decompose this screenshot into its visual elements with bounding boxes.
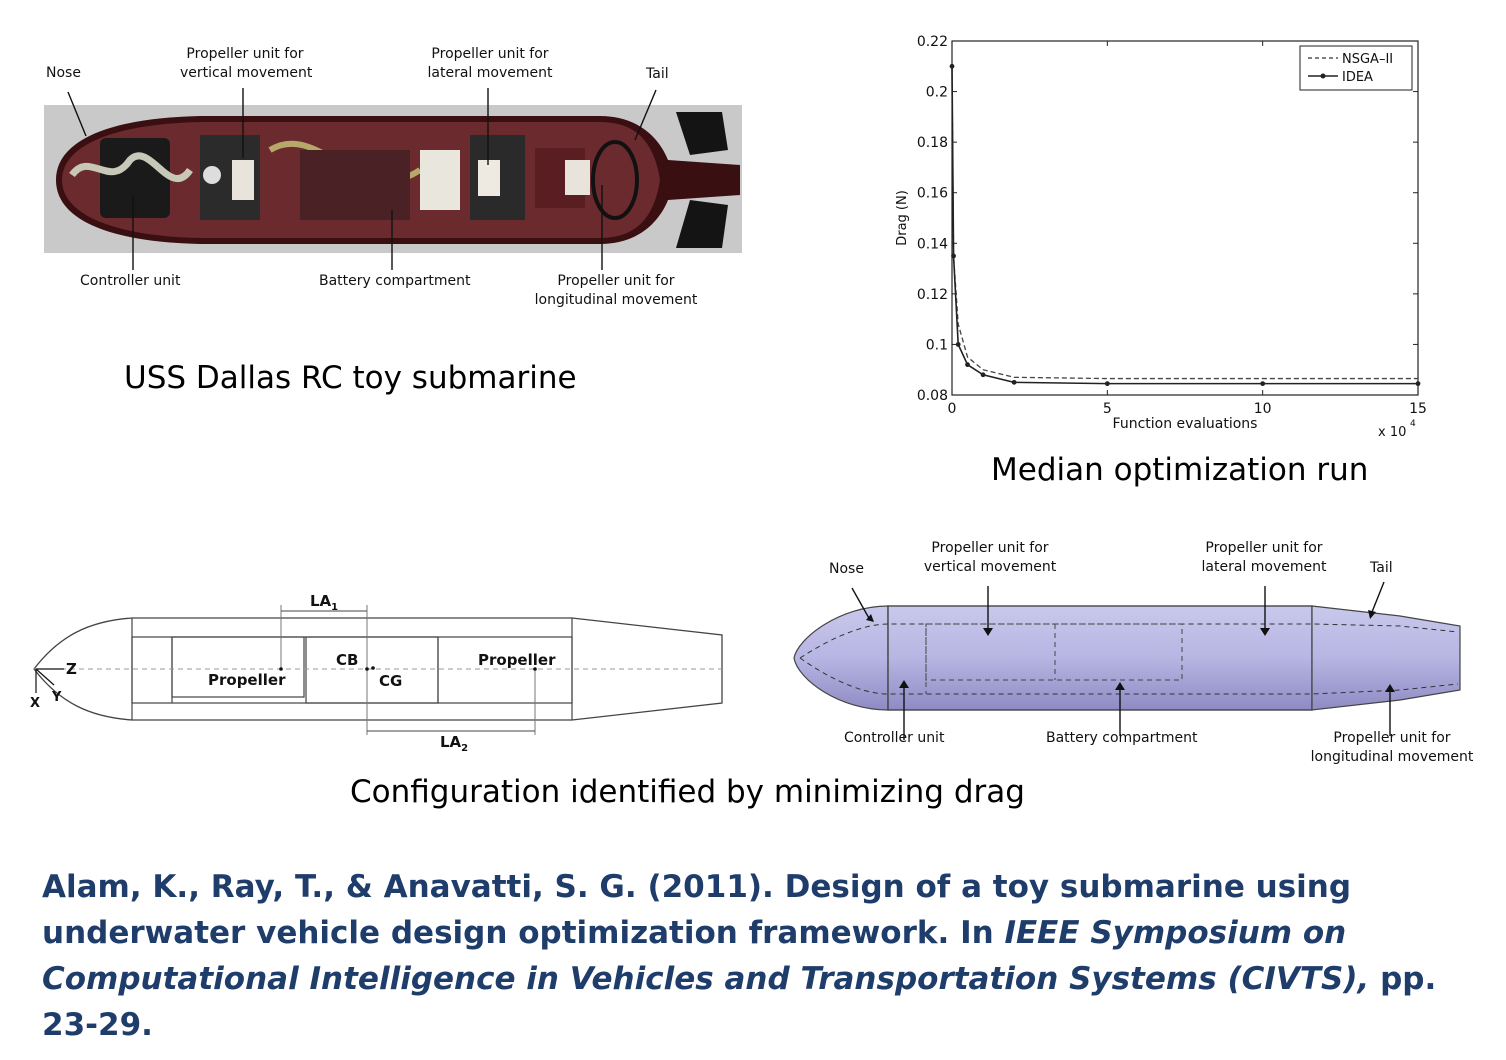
x-tick-label: 15 <box>1409 401 1427 417</box>
render-label-prop-long: Propeller unit for longitudinal movement <box>1304 729 1480 767</box>
render-label-prop-vertical-line2: vertical movement <box>923 559 1057 575</box>
dimension-la1: LA1 <box>310 592 338 613</box>
idea-marker <box>951 253 956 259</box>
y-axis-label: Drag (N) <box>895 190 910 246</box>
y-tick-label: 0.2 <box>926 85 948 101</box>
photo-label-nose: Nose <box>46 65 81 81</box>
photo-label-prop-long: Propeller unit for longitudinal movement <box>532 272 700 310</box>
axis-x-label: X <box>30 696 40 711</box>
idea-marker <box>955 342 961 347</box>
render-label-prop-lateral-line2: lateral movement <box>1201 559 1327 575</box>
idea-marker <box>1415 381 1421 387</box>
photo-label-prop-vertical-line1: Propeller unit for <box>186 46 304 62</box>
render-label-prop-long-line1: Propeller unit for <box>1333 730 1451 746</box>
axis-z-label: Z <box>66 660 77 678</box>
submarine-schematic: Z Y X LA1 LA2 CB CG Propeller Propeller <box>30 592 723 754</box>
submarine-photo <box>44 88 742 270</box>
render-label-controller: Controller unit <box>844 730 945 746</box>
render-label-battery: Battery compartment <box>1046 730 1198 746</box>
dimension-la2: LA2 <box>440 733 468 754</box>
plot-area <box>951 40 1419 396</box>
y-tick-label: 0.22 <box>917 34 948 50</box>
legend-label-nsga: NSGA–II <box>1342 52 1393 67</box>
render-label-tail: Tail <box>1370 560 1393 576</box>
idea-marker <box>949 63 955 69</box>
x-axis-multiplier: x 10 <box>1378 425 1406 440</box>
propeller-left-label: Propeller <box>208 671 286 689</box>
photo-label-prop-lateral-line1: Propeller unit for <box>431 46 549 62</box>
x-axis-label: Function evaluations <box>1113 416 1258 432</box>
photo-label-prop-lateral-line2: lateral movement <box>427 65 553 81</box>
propeller-right-label: Propeller <box>478 651 556 669</box>
configuration-caption: Configuration identified by minimizing d… <box>350 774 1025 810</box>
axis-y-label: Y <box>51 690 62 705</box>
photo-label-prop-long-line2: longitudinal movement <box>534 292 698 308</box>
x-tick-label: 10 <box>1254 401 1272 417</box>
y-tick-label: 0.1 <box>926 337 948 353</box>
photo-label-battery: Battery compartment <box>319 273 471 289</box>
chart-legend: NSGA–II IDEA <box>1299 45 1413 91</box>
render-label-prop-lateral-line1: Propeller unit for <box>1205 540 1323 556</box>
y-tick-label: 0.16 <box>917 186 948 202</box>
x-tick-label: 0 <box>948 401 957 417</box>
plot-caption: Median optimization run <box>991 452 1369 488</box>
y-tick-label: 0.08 <box>917 388 948 404</box>
submarine-render <box>793 581 1461 740</box>
y-tick-label: 0.14 <box>917 236 948 252</box>
photo-label-prop-long-line1: Propeller unit for <box>557 273 675 289</box>
idea-marker <box>965 362 970 368</box>
x-axis-multiplier-exponent: 4 <box>1410 419 1416 429</box>
photo-label-prop-vertical: Propeller unit for vertical movement <box>180 45 313 83</box>
photo-label-tail: Tail <box>646 66 669 82</box>
idea-marker <box>1260 381 1266 387</box>
photo-label-controller: Controller unit <box>80 273 181 289</box>
citation-venue: IEEE Symposium on Computational Intellig… <box>42 915 1370 997</box>
idea-marker <box>1011 379 1017 385</box>
render-label-prop-vertical: Propeller unit for vertical movement <box>916 539 1064 577</box>
render-label-prop-long-line2: longitudinal movement <box>1310 749 1474 765</box>
idea-marker <box>1104 381 1110 387</box>
citation-pages: pp. 23-29. <box>42 961 1437 1043</box>
idea-marker <box>980 372 986 378</box>
render-label-prop-vertical-line1: Propeller unit for <box>931 540 1049 556</box>
y-tick-label: 0.12 <box>917 287 948 303</box>
citation-text: Alam, K., Ray, T., & Anavatti, S. G. (20… <box>42 869 1352 951</box>
x-tick-label: 5 <box>1103 401 1112 417</box>
legend-label-idea: IDEA <box>1342 70 1373 85</box>
photo-label-prop-lateral: Propeller unit for lateral movement <box>425 45 555 83</box>
photo-label-prop-vertical-line2: vertical movement <box>180 65 313 81</box>
y-tick-label: 0.18 <box>917 135 948 151</box>
render-label-prop-lateral: Propeller unit for lateral movement <box>1192 539 1336 577</box>
cb-label: CB <box>336 651 358 669</box>
render-label-nose: Nose <box>829 561 864 577</box>
cg-label: CG <box>379 672 402 690</box>
citation: Alam, K., Ray, T., & Anavatti, S. G. (20… <box>42 864 1482 1048</box>
drag-line-chart: 0.22 0.2 0.18 0.16 0.14 0.12 0.1 0.080 5 10 15 NSG… <box>895 34 1427 440</box>
photo-caption: USS Dallas RC toy submarine <box>124 360 577 396</box>
